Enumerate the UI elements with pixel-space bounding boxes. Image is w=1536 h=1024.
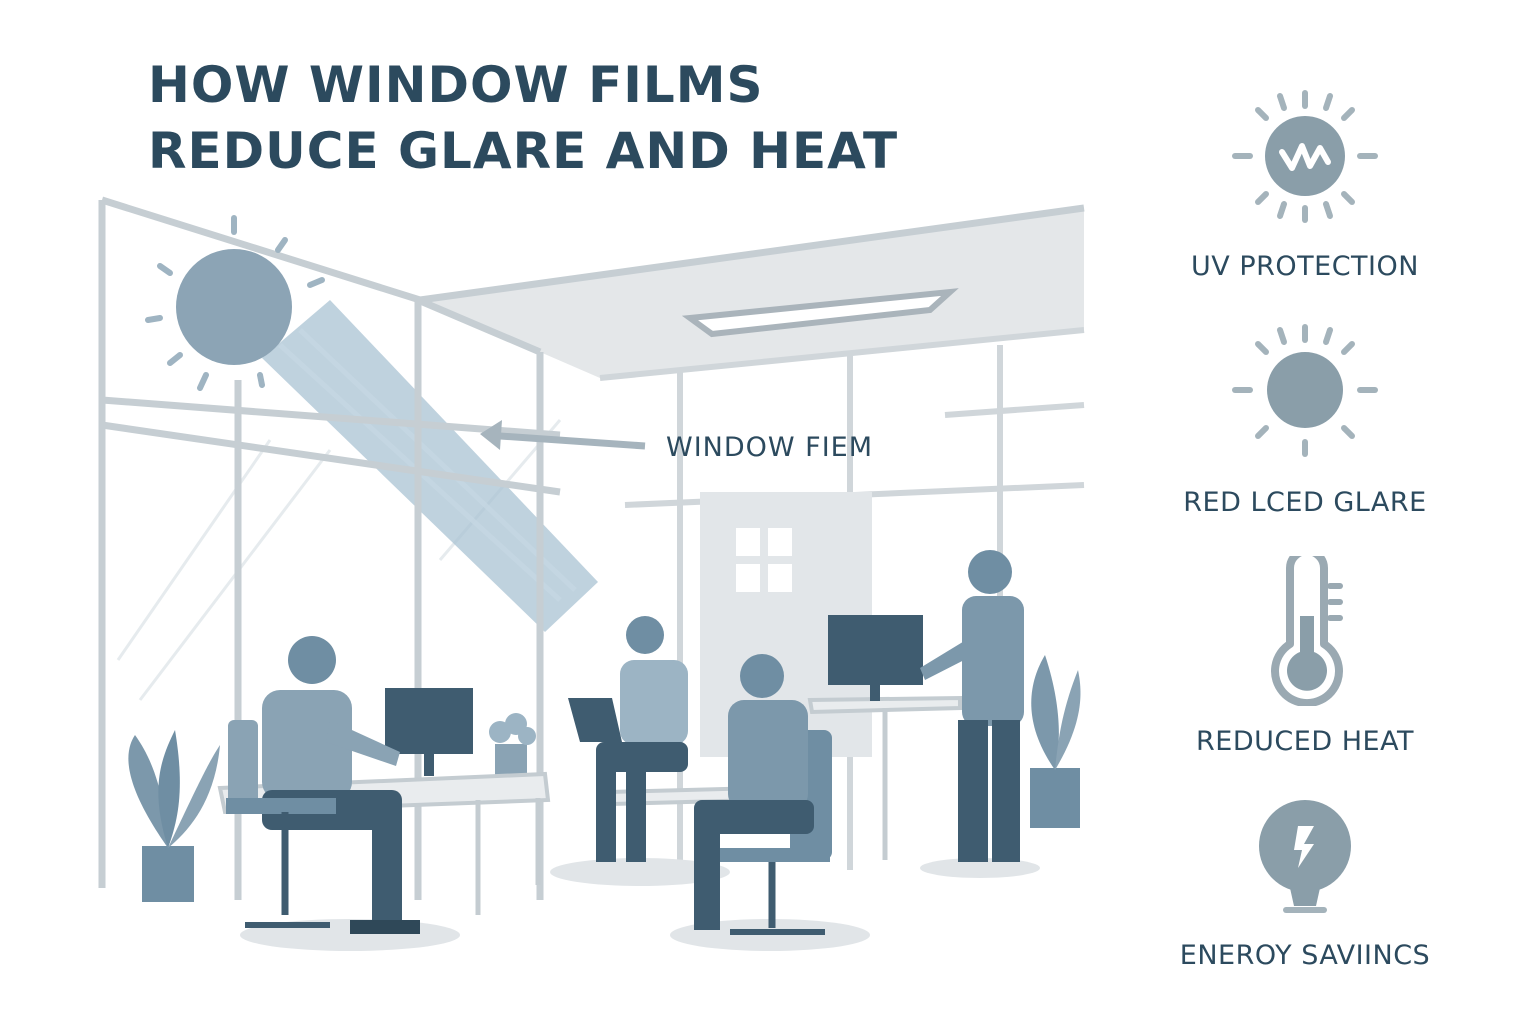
person-seated-woman-front [694,654,832,935]
desk-right [807,695,962,860]
person-standing-woman [920,550,1024,862]
ceiling [420,208,1084,378]
sun-ray-beam [262,300,598,632]
person-seated-man [226,636,420,934]
laptop-middle [568,698,622,742]
benefit-label-reduced-heat: REDUCED HEAT [1196,726,1414,757]
uv-sun-icon [1232,90,1378,223]
benefit-energy-savings: ENEROY SAVIINCS [1150,796,1460,971]
sun-icon [1232,324,1378,457]
office-scene-illustration [98,196,1085,951]
benefit-reduced-glare: RED LCED GLARE [1150,322,1460,518]
person-seated-woman-middle [596,616,688,862]
arrow-left-icon [480,420,646,450]
window-film-callout-label: WINDOW FIEM [666,432,874,463]
benefit-label-energy-savings: ENEROY SAVIINCS [1179,940,1431,971]
lightbulb-icon [1259,800,1351,913]
title-line-2: REDUCE GLARE AND HEAT [148,122,899,180]
benefit-label-reduced-glare: RED LCED GLARE [1183,487,1427,518]
back-window [736,528,792,592]
ceiling-light [681,288,959,338]
monitor-left [385,688,473,776]
benefits-panel: UV PROTECTION RED LCED GLARE REDUCED [1150,0,1460,1024]
plant-left [128,730,220,902]
benefit-reduced-heat: REDUCED HEAT [1150,556,1460,757]
benefit-label-uv-protection: UV PROTECTION [1191,251,1419,282]
thermometer-icon [1271,556,1343,706]
floor-shadows [240,858,1040,951]
title-line-1: HOW WINDOW FILMS [148,56,764,114]
desk-plant [489,713,536,776]
monitor-right [828,615,923,701]
sun-icon [145,215,325,391]
benefit-uv-protection: UV PROTECTION [1150,88,1460,282]
plant-right [1030,655,1081,828]
page-title: HOW WINDOW FILMS REDUCE GLARE AND HEAT [148,52,898,184]
